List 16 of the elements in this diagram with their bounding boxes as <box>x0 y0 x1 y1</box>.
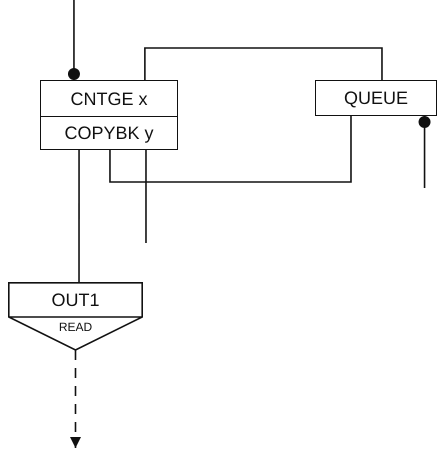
box-label: COPYBK y <box>64 124 154 142</box>
process-box <box>315 80 437 116</box>
connector-line <box>144 47 383 80</box>
connector-line <box>109 116 352 183</box>
connector-line <box>68 0 80 80</box>
output-block <box>8 282 143 350</box>
block-label: OUT1 <box>51 290 100 308</box>
box-label: QUEUE <box>344 89 408 107</box>
connector-line <box>418 116 431 188</box>
block-sublabel: READ <box>58 321 92 333</box>
connector-line <box>78 150 80 282</box>
process-box <box>40 80 178 117</box>
dashed-arrow <box>70 350 81 448</box>
connector-line <box>145 150 147 243</box>
box-label: CNTGE x <box>70 90 148 108</box>
process-box <box>40 116 178 150</box>
